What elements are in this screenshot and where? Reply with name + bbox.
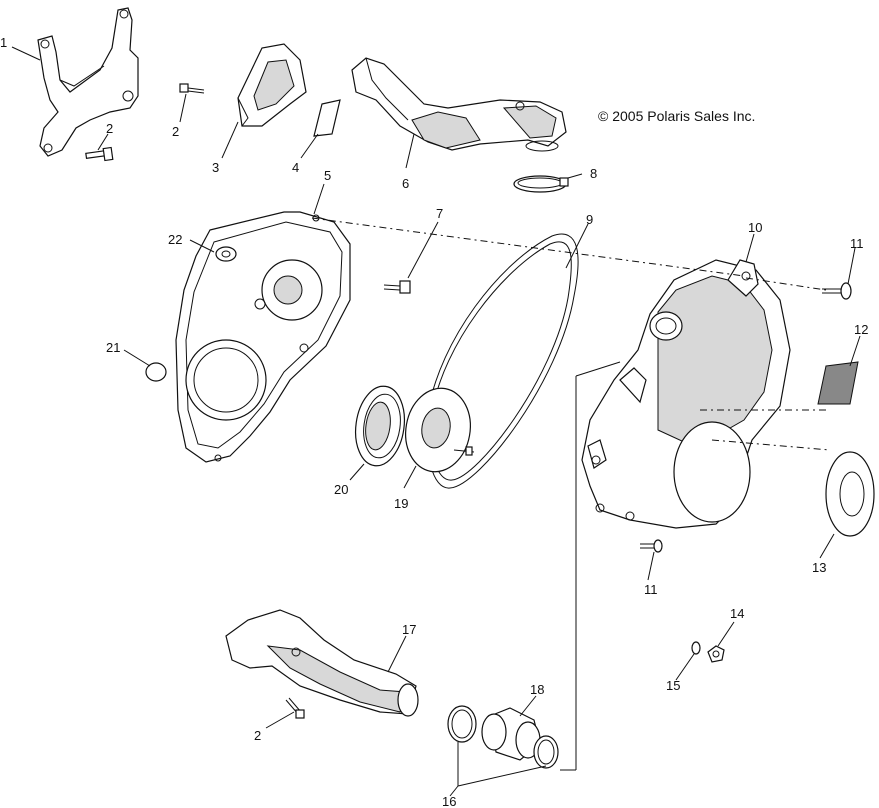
part-4-gasket	[313, 99, 341, 137]
part-11-screw-b	[640, 539, 663, 553]
callout-21: 21	[106, 340, 120, 355]
part-21-plug	[145, 362, 167, 382]
callout-5: 5	[324, 168, 331, 183]
callout-1: 1	[0, 35, 7, 50]
callout-20: 20	[334, 482, 348, 497]
part-2-bolt-b	[179, 83, 205, 94]
callout-8: 8	[590, 166, 597, 181]
callout-12: 12	[854, 322, 868, 337]
callout-11: 11	[644, 582, 658, 597]
part-22-washer	[215, 246, 237, 262]
part-5-inner-cover	[175, 211, 351, 463]
part-9-drive-belt	[426, 233, 579, 489]
callout-labels: 1 2 2 3 4 5 6 7 8 9 10 11 11 12 13 14 15…	[0, 35, 868, 808]
callout-13: 13	[812, 560, 826, 575]
callout-10: 10	[748, 220, 762, 235]
part-16-clamp-b	[533, 735, 559, 769]
callout-19: 19	[394, 496, 408, 511]
part-3-intake-duct	[237, 43, 307, 127]
callout-3: 3	[212, 160, 219, 175]
callout-11: 11	[850, 236, 864, 251]
part-14-nut	[707, 645, 725, 663]
part-7-bolt	[383, 280, 411, 294]
callout-4: 4	[292, 160, 299, 175]
callout-22: 22	[168, 232, 182, 247]
part-2-bolt-a	[85, 146, 114, 162]
part-11-screw-a	[822, 282, 852, 300]
part-13-seal	[825, 451, 875, 537]
part-19-plate	[405, 387, 475, 473]
callout-17: 17	[402, 622, 416, 637]
callout-2: 2	[106, 121, 113, 136]
part-10-outer-cover	[581, 259, 791, 529]
leader-lines	[11, 46, 861, 797]
callout-6: 6	[402, 176, 409, 191]
part-6-intake-hose	[351, 57, 567, 152]
part-20-seal	[354, 385, 406, 467]
copyright-text: © 2005 Polaris Sales Inc.	[598, 108, 755, 124]
part-2-bolt-c	[285, 697, 305, 719]
callout-9: 9	[586, 212, 593, 227]
alignment-lines	[311, 217, 831, 451]
callout-14: 14	[730, 606, 744, 621]
callout-16: 16	[442, 794, 456, 808]
part-8-clamp	[513, 175, 569, 193]
part-1-bracket	[37, 7, 139, 157]
part-12-label	[817, 361, 859, 405]
callout-7: 7	[436, 206, 443, 221]
callout-18: 18	[530, 682, 544, 697]
part-15-washer	[691, 641, 701, 655]
callout-2: 2	[172, 124, 179, 139]
part-17-lower-duct	[225, 609, 419, 717]
callout-2: 2	[254, 728, 261, 743]
part-18-boot	[481, 707, 541, 761]
callout-15: 15	[666, 678, 680, 693]
part-16-clamp-a	[447, 705, 477, 743]
